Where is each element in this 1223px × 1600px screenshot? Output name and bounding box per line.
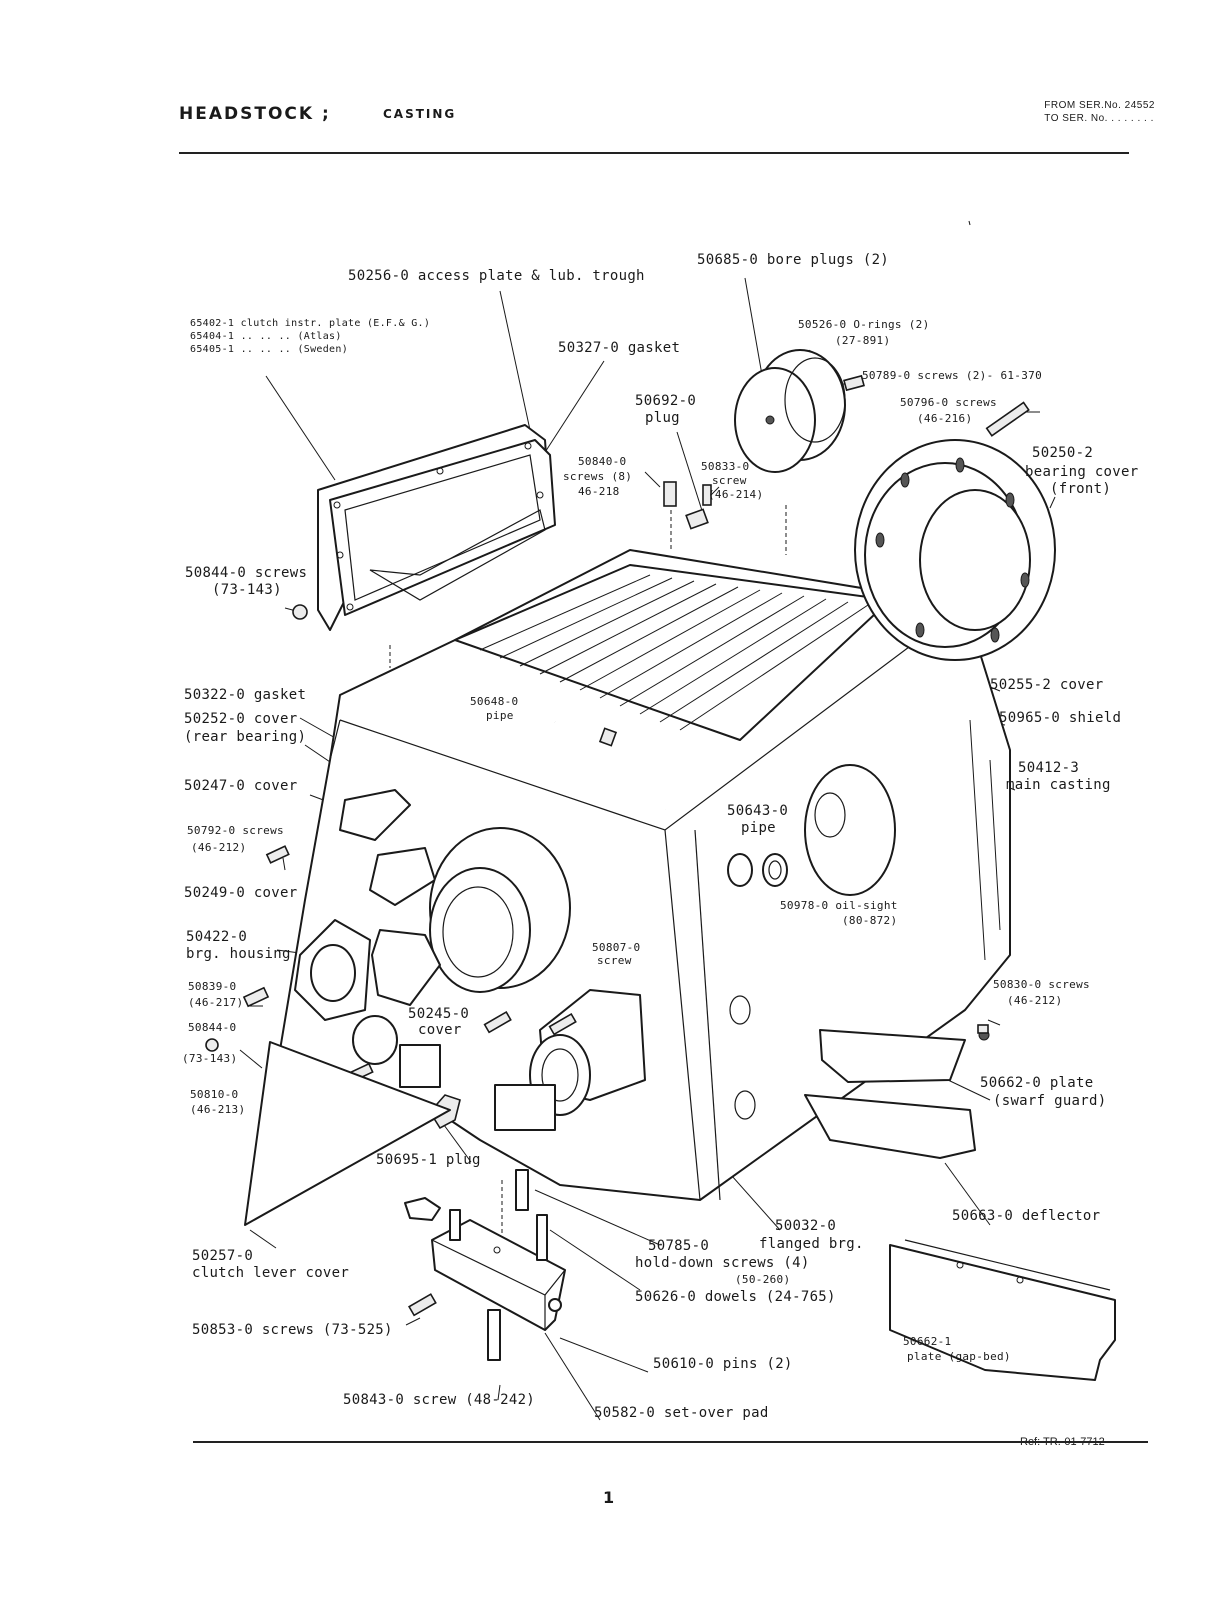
callout-gasket-50327: 50327-0 gasket: [558, 340, 681, 356]
front-bearing-cover: [854, 439, 1056, 661]
callout-screws-50792: 50792-0 screws: [187, 824, 284, 837]
callout-pins: 50610-0 pins (2): [653, 1356, 793, 1372]
page-number: 1: [603, 1488, 615, 1507]
callout-line: 65404-1 .. .. .. (Atlas): [190, 331, 342, 342]
callout-bearing-cover-front-tag: (front): [1050, 481, 1112, 497]
callout-screw-50807-desc: screw: [597, 954, 632, 967]
callout-clutch-plates: 65402-1 clutch instr. plate (E.F.& G.) 6…: [190, 317, 430, 356]
bore-plug: [734, 349, 846, 473]
serial-range: FROM SER.No. 24552 TO SER. No. . . . . .…: [1044, 99, 1155, 125]
callout-clutch-lever-cover: 50257-0: [192, 1248, 254, 1264]
callout-screw-50833-code: (46-214): [708, 488, 764, 501]
callout-hold-down-screws-code: (50-260): [735, 1273, 791, 1286]
gap-bed-plate: [889, 1239, 1116, 1381]
callout-gap-bed-plate-desc: plate (gap-bed): [907, 1350, 1011, 1363]
callout-access-plate: 50256-0 access plate & lub. trough: [348, 268, 645, 284]
callout-bore-plugs: 50685-0 bore plugs (2): [697, 252, 890, 268]
callout-dowels: 50626-0 dowels (24-765): [635, 1289, 836, 1305]
callout-screws-50796: 50796-0 screws: [900, 396, 997, 409]
callout-screw-50844-side-code: (73-143): [182, 1052, 238, 1065]
callout-screws-50844-code: (73-143): [212, 582, 282, 598]
callout-screw-50839-code: (46-217): [188, 996, 244, 1009]
top-screws: [292, 374, 1030, 620]
callout-screw-50833: 50833-0: [701, 460, 750, 473]
page-subtitle: CASTING: [383, 107, 457, 121]
callout-swarf-guard: 50662-0 plate: [980, 1075, 1094, 1091]
callout-o-rings-code: (27-891): [835, 334, 891, 347]
footer-rule: [193, 1441, 1148, 1443]
callout-rear-bearing-cover: 50252-0 cover: [184, 711, 298, 727]
callout-oil-sight-code: (80-872): [842, 914, 898, 927]
callout-pipe-50643: 50643-0: [727, 803, 789, 819]
set-over-pad: [404, 1169, 566, 1361]
callout-gasket-50322: 50322-0 gasket: [184, 687, 307, 703]
pipe-50648: [554, 720, 667, 811]
callout-screw-50833-desc: screw: [712, 474, 747, 487]
callout-screws-50830: 50830-0 screws: [993, 978, 1090, 991]
callout-rear-bearing-cover-desc: (rear bearing): [184, 729, 307, 745]
callout-shield: 50965-0 shield: [999, 710, 1122, 726]
callout-oil-sight: 50978-0 oil-sight: [780, 899, 898, 912]
callout-pipe-50643-desc: pipe: [741, 820, 776, 836]
page-title: HEADSTOCK ;: [179, 104, 331, 124]
callout-hold-down-screws-desc: hold-down screws (4): [635, 1255, 810, 1271]
callout-screws-50844: 50844-0 screws: [185, 565, 308, 581]
callout-screws-50830-code: (46-212): [1007, 994, 1063, 1007]
callout-line: 65402-1 clutch instr. plate (E.F.& G.): [190, 318, 431, 329]
callout-pipe-50648: 50648-0: [470, 695, 519, 708]
callout-screws-50796-code: (46-216): [917, 412, 973, 425]
callout-swarf-guard-desc: (swarf guard): [993, 1093, 1107, 1109]
callout-cover-50249: 50249-0 cover: [184, 885, 298, 901]
callout-screws-50789: 50789-0 screws (2)- 61-370: [862, 369, 1042, 382]
callout-screw-50843: 50843-0 screw (48-242): [343, 1392, 536, 1408]
callout-line: 65405-1 .. .. .. (Sweden): [190, 344, 349, 355]
callout-screws-50792-code: (46-212): [191, 841, 247, 854]
callout-bearing-cover-front: 50250-2: [1032, 445, 1094, 461]
callout-brg-housing-desc: brg. housing: [186, 946, 291, 962]
callout-cover-50245-desc: cover: [418, 1022, 462, 1038]
callout-screws-50840-code: 46-218: [578, 485, 620, 498]
callout-screw-50810: 50810-0: [190, 1088, 239, 1101]
stray-marks: [968, 220, 971, 226]
callout-cover-50245: 50245-0: [408, 1006, 470, 1022]
callout-cover-50255: 50255-2 cover: [990, 677, 1104, 693]
callout-set-over-pad: 50582-0 set-over pad: [594, 1405, 769, 1421]
to-serial: TO SER. No. . . . . . . .: [1044, 113, 1154, 124]
callout-main-casting: 50412-3: [1018, 760, 1080, 776]
callout-pipe-50648-desc: pipe: [486, 709, 514, 722]
callout-flanged-brg-desc: flanged brg.: [759, 1236, 864, 1252]
callout-cover-50247: 50247-0 cover: [184, 778, 298, 794]
callout-screws-50840: 50840-0: [578, 455, 627, 468]
callout-flanged-brg: 50032-0: [775, 1218, 837, 1234]
from-serial: FROM SER.No. 24552: [1044, 100, 1155, 111]
callout-gap-bed-plate: 50662-1: [903, 1335, 952, 1348]
callout-bearing-cover-desc: bearing cover: [1025, 464, 1139, 480]
callout-plug-50695: 50695-1 plug: [376, 1152, 481, 1168]
callout-plug-50692: 50692-0: [635, 393, 697, 409]
callout-screw-50807: 50807-0: [592, 941, 641, 954]
callout-screw-50810-code: (46-213): [190, 1103, 246, 1116]
callout-screw-50839: 50839-0: [188, 980, 237, 993]
callout-plug-50692-desc: plug: [645, 410, 680, 426]
callout-screws-50840-qty: screws (8): [563, 470, 633, 483]
access-plate: [317, 424, 556, 631]
callout-deflector: 50663-0 deflector: [952, 1208, 1101, 1224]
callout-brg-housing: 50422-0: [186, 929, 248, 945]
callout-clutch-lever-cover-desc: clutch lever cover: [192, 1265, 350, 1281]
side-components: [205, 764, 896, 1131]
callout-screw-50844-side: 50844-0: [188, 1021, 237, 1034]
header-rule: [179, 152, 1129, 154]
callout-hold-down-screws: 50785-0: [648, 1238, 710, 1254]
callout-screws-50853: 50853-0 screws (73-525): [192, 1322, 393, 1338]
callout-main-casting-desc: main casting: [1006, 777, 1111, 793]
clutch-lever-cover: [244, 1041, 451, 1226]
swarf-guard: [804, 1024, 990, 1159]
callout-o-rings: 50526-0 O-rings (2): [798, 318, 930, 331]
